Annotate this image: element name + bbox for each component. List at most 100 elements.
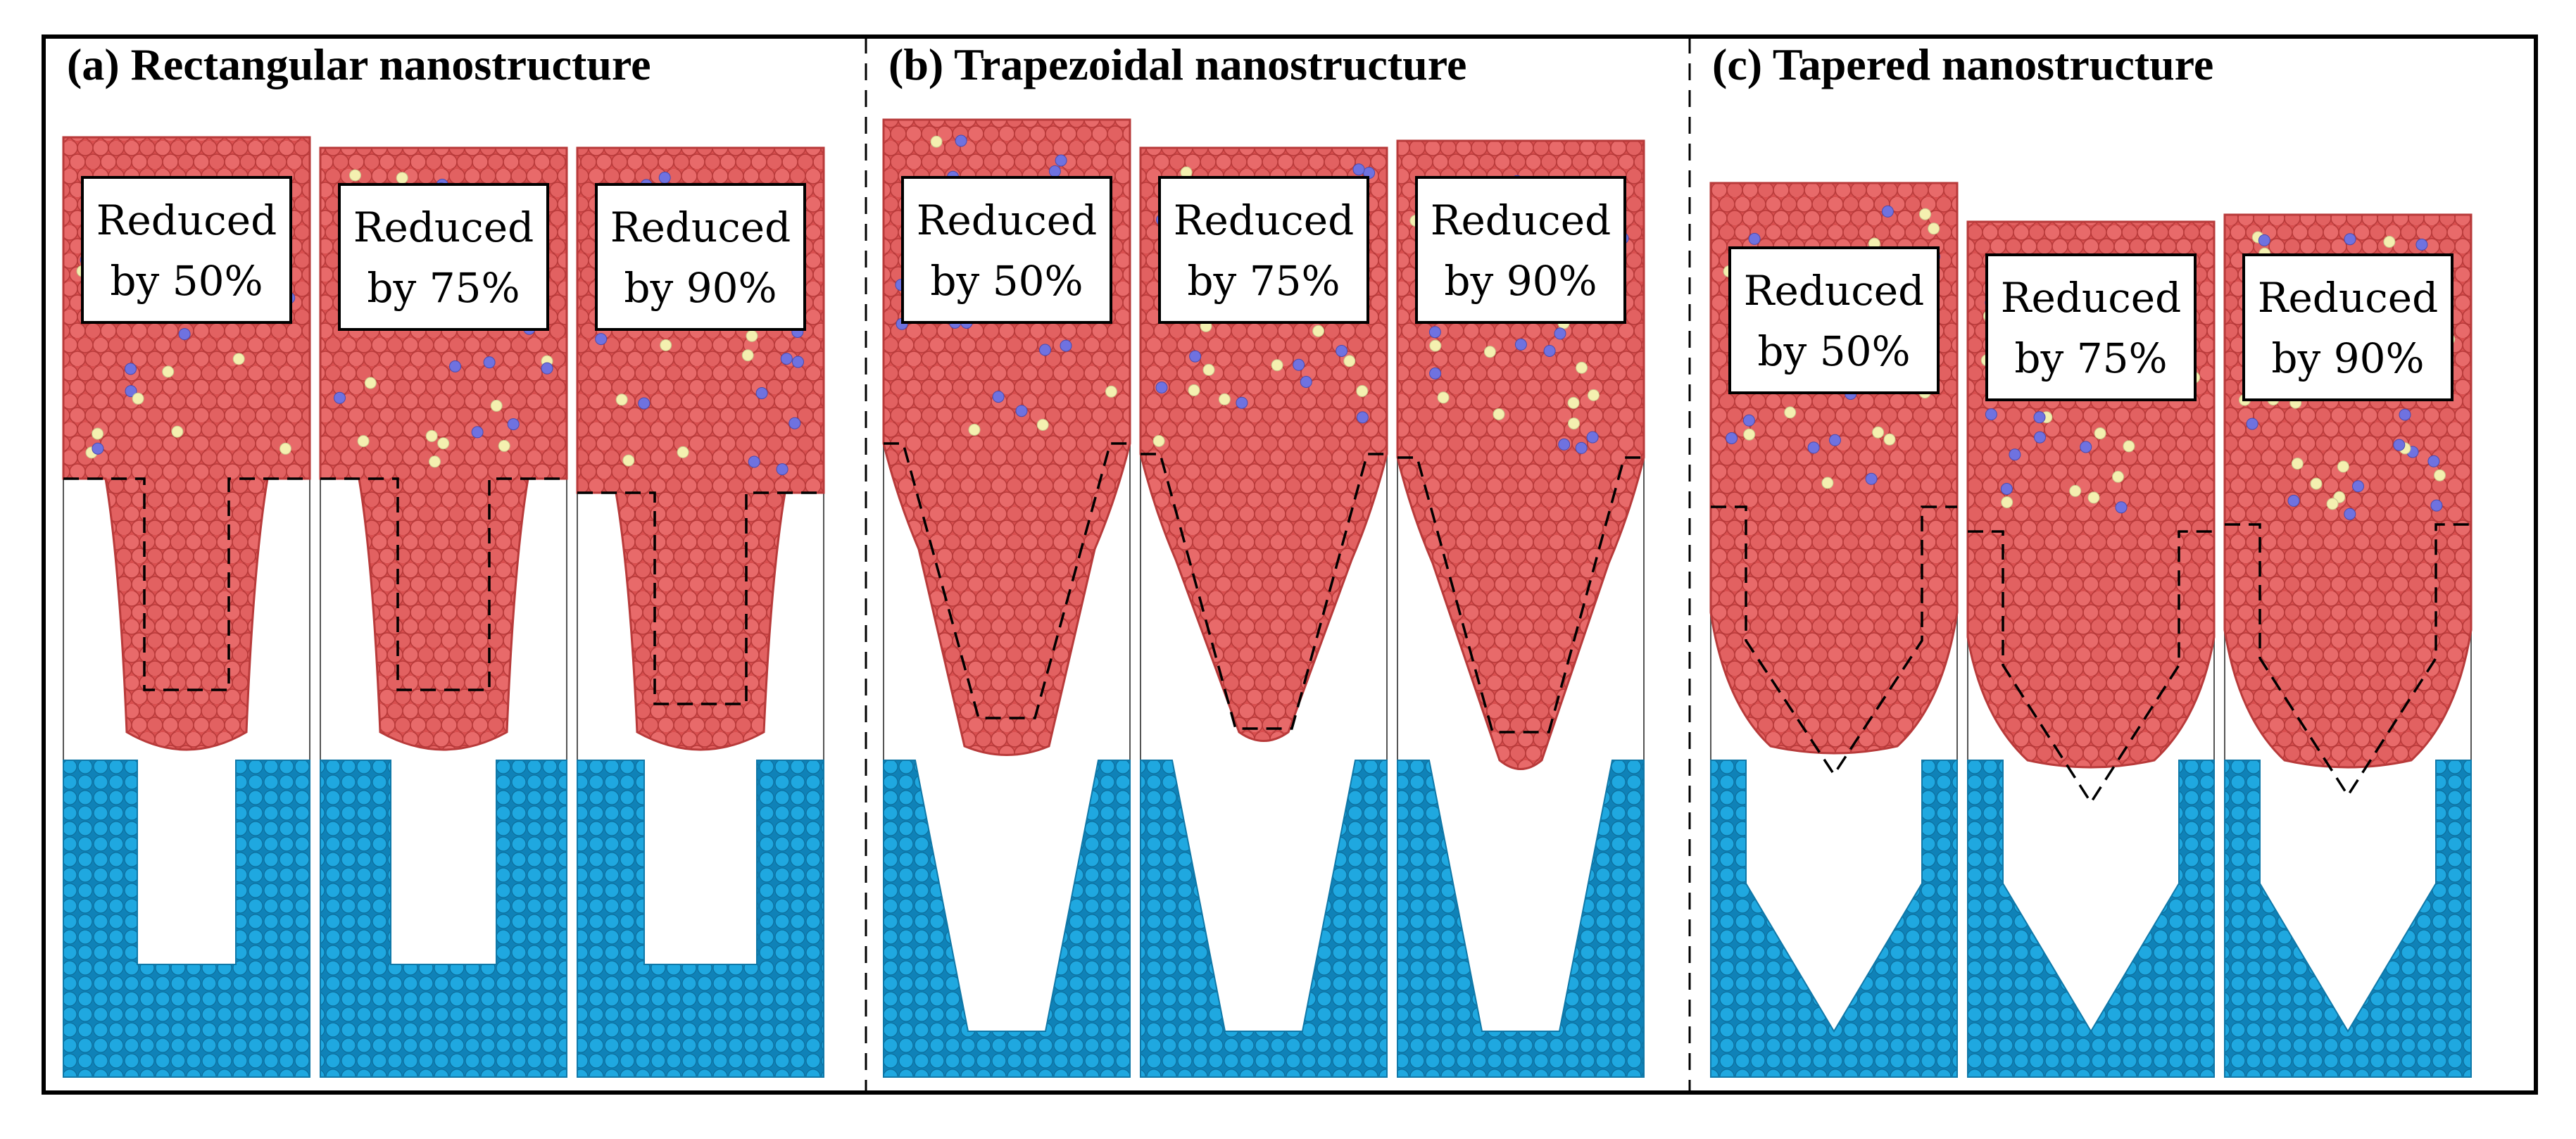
resist-particle-blue	[1514, 338, 1527, 351]
reduction-label-line1: Reduced	[1173, 196, 1355, 244]
resist-particle-blue	[1881, 205, 1894, 218]
resist-particle-blue	[1829, 434, 1841, 446]
resist-particle-blue	[755, 387, 768, 399]
resist-particle-yellow	[968, 424, 981, 436]
panel-title-b: (b) Trapezoidal nanostructure	[888, 39, 1467, 89]
resist-particle-yellow	[1576, 361, 1588, 374]
resist-particle-yellow	[162, 365, 175, 378]
resist-particle-blue	[1352, 163, 1365, 176]
resist-particle-blue	[1048, 165, 1061, 177]
resist-particle-blue	[1726, 432, 1738, 444]
resist-particle-yellow	[364, 377, 377, 389]
reduction-label-line1: Reduced	[1743, 267, 1925, 315]
resist-particle-blue	[2009, 448, 2021, 461]
resist-particle-yellow	[437, 437, 450, 450]
resist-particle-yellow	[132, 392, 144, 405]
target-outline-trapezoidal-3	[1397, 456, 1644, 734]
resist-particle-blue	[178, 328, 191, 341]
reduction-label-line1: Reduced	[96, 196, 277, 244]
reduction-label-line1: Reduced	[1430, 196, 1611, 244]
resist-particle-yellow	[677, 446, 689, 458]
reduction-label-line2: by 75%	[367, 264, 520, 312]
resist-particle-yellow	[1928, 222, 1940, 235]
resist-particle-yellow	[349, 169, 361, 182]
resist-particle-yellow	[429, 455, 441, 468]
figure-frame	[42, 34, 2538, 1095]
resist-particle-blue	[471, 426, 484, 439]
reduction-label-line1: Reduced	[916, 196, 1098, 244]
resist-particle-blue	[1055, 154, 1067, 167]
resist-particle-yellow	[498, 439, 510, 452]
resist-particle-yellow	[2326, 498, 2339, 510]
resist-particle-yellow	[357, 435, 370, 448]
mold-trapezoidal-1	[883, 760, 1131, 1078]
resist-particle-yellow	[2310, 477, 2323, 490]
resist-particle-blue	[1060, 339, 1072, 352]
resist-particle-blue	[1985, 408, 1997, 421]
resist-particle-blue	[1155, 382, 1168, 394]
resist-particle-blue	[1543, 345, 1556, 357]
resist-particle-blue	[1748, 232, 1761, 245]
resist-particle-blue	[2000, 483, 2013, 495]
resist-particle-blue	[449, 360, 461, 372]
resist-particle-blue	[1039, 344, 1051, 356]
resist-particle-blue	[955, 134, 967, 147]
resist-particle-blue	[992, 391, 1005, 403]
mold-rectangular-3	[577, 760, 824, 1078]
resist-particle-blue	[1558, 438, 1571, 451]
resist-particle-blue	[1807, 441, 1820, 454]
reduction-label-line2: by 90%	[624, 264, 777, 312]
reduction-label-line2: by 50%	[110, 257, 263, 305]
resist-particle-blue	[776, 463, 788, 476]
panel-dividers	[865, 37, 1691, 1093]
resist-particle-yellow	[1568, 417, 1580, 430]
resist-particle-yellow	[2291, 458, 2304, 470]
resist-particle-blue	[2344, 233, 2356, 246]
resist-particle-blue	[788, 417, 801, 429]
resist-particle-blue	[1428, 326, 1441, 339]
resist-particle-blue	[780, 353, 793, 365]
resist-particle-yellow	[1567, 396, 1580, 409]
resist-particle-yellow	[396, 172, 408, 184]
resist-particle-yellow	[1036, 419, 1049, 431]
resist-particle-blue	[1236, 396, 1248, 409]
resist-particle-blue	[1742, 414, 1755, 427]
target-outline-tapered-2	[1968, 530, 2214, 805]
resist-particle-blue	[1293, 358, 1305, 371]
resist-particle-blue	[2287, 494, 2300, 507]
reduction-label-line1: Reduced	[2257, 274, 2439, 322]
reduction-label-line2: by 90%	[2271, 334, 2425, 382]
panel-title-a: (a) Rectangular nanostructure	[67, 39, 651, 89]
resist-particle-yellow	[1821, 477, 1834, 489]
target-outline-tapered-1	[1711, 505, 1957, 777]
resist-particle-blue	[1189, 350, 1202, 363]
resist-particle-blue	[2399, 408, 2411, 421]
resist-particle-yellow	[279, 442, 291, 455]
resist-particle-yellow	[930, 135, 943, 148]
resist-particle-blue	[2393, 439, 2406, 451]
resist-particle-yellow	[622, 454, 635, 467]
mold-tapered-3	[2224, 760, 2472, 1078]
reduction-label-tapered-3: Reduced by 90%	[2242, 253, 2454, 401]
resist-particle-yellow	[1271, 359, 1283, 372]
reduction-label-line2: by 90%	[1444, 257, 1597, 305]
resist-particle-yellow	[2123, 440, 2135, 453]
resist-particle-blue	[2352, 480, 2364, 493]
resist-particle-yellow	[171, 425, 184, 438]
resist-particle-blue	[125, 363, 137, 375]
resist-particle-blue	[1356, 411, 1369, 424]
resist-particle-yellow	[2383, 236, 2396, 248]
resist-particle-blue	[1575, 441, 1588, 454]
resist-particle-blue	[2115, 501, 2128, 514]
resist-particle-blue	[125, 385, 137, 398]
reduction-label-rectangular-1: Reduced by 50%	[81, 176, 292, 324]
resist-particle-blue	[2430, 499, 2443, 512]
reduction-label-line2: by 75%	[1187, 257, 1340, 305]
resist-particle-blue	[2033, 411, 2046, 424]
resist-particle-yellow	[1493, 408, 1505, 420]
resist-particle-blue	[2258, 234, 2270, 246]
reduction-label-line2: by 50%	[1757, 327, 1911, 375]
